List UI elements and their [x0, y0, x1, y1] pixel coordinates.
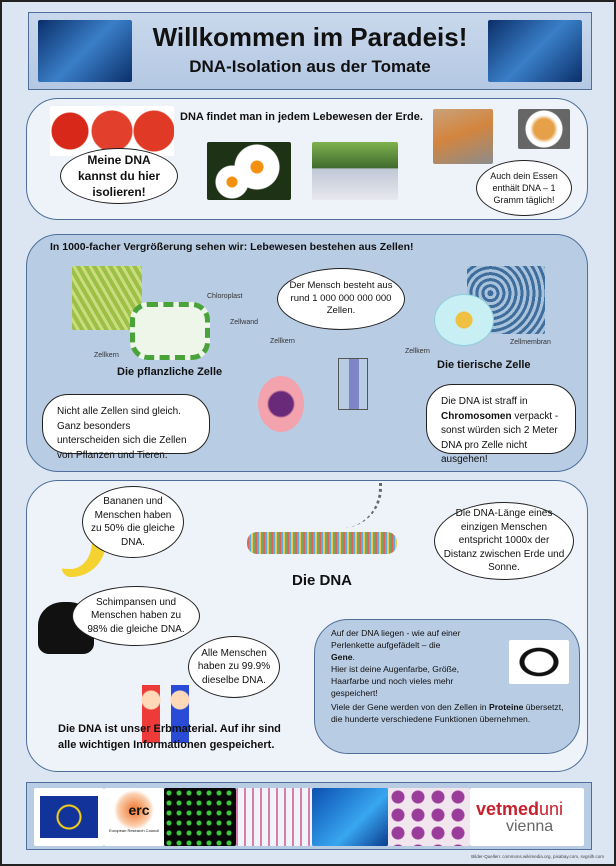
genes-box: Auf der DNA liegen - wie auf einer Perle… — [314, 619, 580, 754]
chromosome-diagram — [338, 358, 368, 410]
proteins-text-pre: Viele der Gene werden von den Zellen in — [331, 702, 489, 713]
food-speech-bubble: Auch dein Essen enthält DNA – 1 Gramm tä… — [476, 160, 572, 216]
nucleus-label: Zellkern — [270, 338, 295, 345]
vetmeduni-logo: vetmeduni vienna — [470, 788, 584, 846]
vetmeduni-logo-text-b: uni — [539, 799, 564, 819]
cats-image — [433, 109, 493, 164]
genes-text-1: Auf der DNA liegen - wie auf einer Perle… — [331, 628, 461, 651]
dna-helix-image — [247, 532, 397, 554]
cells-differ-textbox: Nicht alle Zellen sind gleich. Ganz beso… — [42, 394, 210, 461]
daisy-image — [207, 142, 291, 200]
image-sources-text: Bilder-Quellen: commons.wikimedia.org, p… — [471, 854, 604, 859]
plant-cell-diagram — [130, 302, 210, 360]
chromosome-textbox: Die DNA ist straff in Chromosomen verpac… — [426, 384, 576, 465]
chloroplast-label: Chloroplast — [207, 293, 243, 300]
erc-logo: erc European Research Council — [104, 788, 164, 846]
erc-logo-subtext: European Research Council — [108, 828, 160, 833]
dna-title: Die DNA — [292, 572, 353, 589]
dna-length-speech-bubble: Die DNA-Länge eines einzigen Menschen en… — [434, 502, 574, 580]
nucleus-diagram — [258, 376, 304, 432]
chromosome-text-post: verpackt - sonst würden sich 2 Meter DNA… — [441, 410, 559, 466]
vetmeduni-logo-text-c: vienna — [506, 818, 554, 835]
food-plate-image — [518, 109, 570, 149]
chromosome-text-bold: Chromosomen — [441, 410, 512, 422]
proteins-text-bold: Proteine — [488, 702, 524, 713]
karyotype-image — [236, 788, 312, 846]
dna-header-image-right — [488, 20, 582, 82]
dna-header-image-left — [38, 20, 132, 82]
chromosome-text-pre: Die DNA ist straff in — [441, 396, 528, 407]
proteins-text-post: übersetzt, die hunderte verschiedene Fun… — [331, 702, 564, 725]
animal-nucleus-label: Zellkern — [405, 348, 430, 355]
eu-flag-logo — [34, 788, 104, 846]
group-photo-image — [312, 142, 398, 200]
gel-electrophoresis-image — [312, 788, 388, 846]
page-subtitle: DNA-Isolation aus der Tomate — [189, 57, 431, 76]
genes-text-bold: Gene — [331, 652, 353, 663]
fluorescent-cells-image — [164, 788, 236, 846]
tomato-speech-bubble: Meine DNA kannst du hier isolieren! — [60, 148, 178, 204]
cell-wall-label: Zellwand — [230, 319, 259, 326]
blood-cells-image — [388, 788, 470, 846]
animal-cell-title: Die tierische Zelle — [437, 359, 531, 371]
cells-differ-text: Nicht alle Zellen sind gleich. Ganz beso… — [57, 406, 187, 461]
page-title: Willkommen im Paradeis! — [152, 22, 468, 52]
plant-cell-title: Die pflanzliche Zelle — [117, 366, 223, 378]
membrane-label: Zellmembran — [510, 339, 551, 346]
dna-summary-text: Die DNA ist unser Erbmaterial. Auf ihr s… — [58, 723, 281, 751]
erc-logo-text: erc — [128, 802, 150, 818]
animal-cell-diagram — [434, 294, 494, 346]
plant-nucleus-label: Zellkern — [94, 352, 119, 359]
banana-speech-bubble: Bananen und Menschen haben zu 50% die gl… — [82, 486, 184, 558]
section2-heading: In 1000-facher Vergrößerung sehen wir: L… — [50, 241, 414, 253]
chimp-speech-bubble: Schimpansen und Menschen haben zu 98% di… — [72, 586, 200, 646]
genes-text-2: Hier ist deine Augenfarbe, Größe, Haarfa… — [331, 664, 460, 699]
children-image — [136, 685, 196, 743]
humans-speech-bubble: Alle Menschen haben zu 99.9% dieselbe DN… — [188, 636, 280, 698]
human-cells-speech-bubble: Der Mensch besteht aus rund 1 000 000 00… — [277, 268, 405, 330]
section1-heading: DNA findet man in jedem Lebewesen der Er… — [180, 111, 423, 123]
vetmeduni-logo-text-a: vetmed — [476, 799, 540, 819]
bead-necklace-image — [509, 640, 569, 684]
